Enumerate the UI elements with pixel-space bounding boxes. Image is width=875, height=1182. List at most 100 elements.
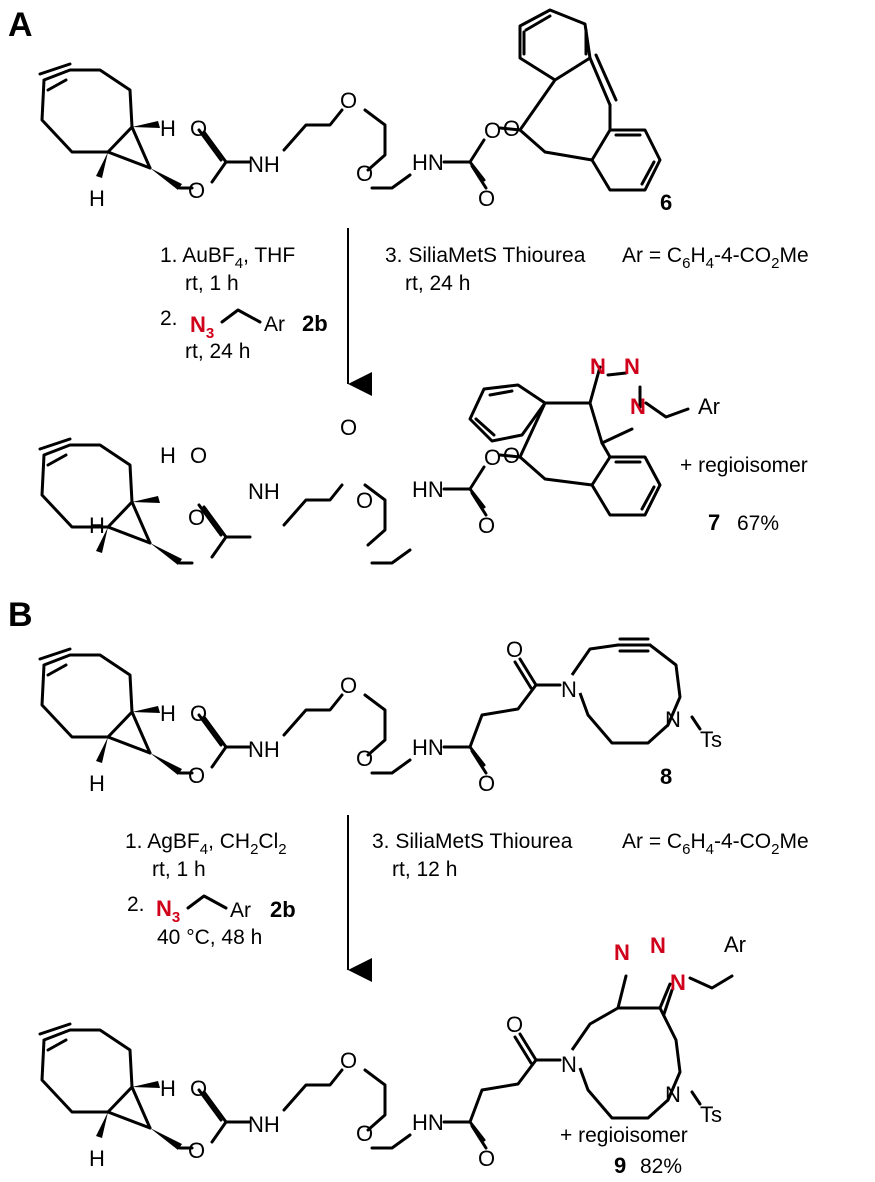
atom-o: O bbox=[190, 443, 207, 468]
b-regioisomer-note: + regioisomer bbox=[560, 1124, 688, 1147]
atom-o: O bbox=[484, 118, 501, 143]
b-step2-time: 40 °C, 48 h bbox=[157, 926, 262, 949]
atom-o: O bbox=[478, 1146, 495, 1171]
atom-h: H bbox=[89, 771, 105, 796]
svg-text:N3: N3 bbox=[190, 312, 214, 342]
a-reagent-2b: 2b bbox=[302, 311, 328, 336]
triazole-n3: N bbox=[670, 970, 686, 995]
ts-group: Ts bbox=[700, 727, 722, 752]
ar-substituent: Ar bbox=[724, 932, 746, 957]
triazole-n2: N bbox=[624, 354, 640, 379]
atom-o: O bbox=[506, 1012, 523, 1037]
a-step1-time: rt, 1 h bbox=[185, 272, 239, 295]
compound-number-9: 9 bbox=[614, 1153, 626, 1178]
svg-text:Ar = C6H4-4-CO2Me: Ar = C6H4-4-CO2Me bbox=[622, 244, 809, 272]
atom-hn: HN bbox=[412, 735, 444, 760]
b-step1: 1. AgBF bbox=[125, 830, 200, 853]
svg-text:1. AuBF4, THF: 1. AuBF4, THF bbox=[160, 244, 295, 272]
b-azide-ar: Ar bbox=[230, 899, 251, 922]
atom-o: O bbox=[190, 116, 207, 141]
atom-o: O bbox=[190, 701, 207, 726]
atom-h: H bbox=[89, 513, 105, 538]
compound-9-structure: H H O O NH O O HN O O bbox=[38, 974, 734, 1171]
atom-o: O bbox=[340, 1048, 357, 1073]
atom-hn: HN bbox=[412, 477, 444, 502]
atom-nh: NH bbox=[248, 479, 280, 504]
svg-text:Ar = C6H4-4-CO2Me: Ar = C6H4-4-CO2Me bbox=[622, 830, 809, 858]
atom-o: O bbox=[188, 1138, 205, 1163]
atom-o: O bbox=[356, 161, 373, 186]
panel-a-label: A bbox=[8, 6, 33, 44]
compound-8-structure: H H O O NH O O HN O O bbox=[38, 637, 702, 796]
atom-o: O bbox=[340, 88, 357, 113]
a-ar-definition: Ar = C bbox=[622, 244, 682, 267]
ar-substituent: Ar bbox=[698, 394, 720, 419]
atom-n: N bbox=[665, 1082, 681, 1107]
atom-nh: NH bbox=[248, 1112, 280, 1137]
atom-o: O bbox=[484, 445, 501, 470]
atom-h: H bbox=[89, 1146, 105, 1171]
b-step1-time: rt, 1 h bbox=[152, 858, 206, 881]
b-ar-definition: Ar = C bbox=[622, 830, 682, 853]
atom-hn: HN bbox=[412, 1110, 444, 1135]
triazole-n1: N bbox=[590, 354, 606, 379]
atom-h: H bbox=[160, 701, 176, 726]
atom-o: O bbox=[478, 771, 495, 796]
a-step2-time: rt, 24 h bbox=[185, 340, 250, 363]
atom-n: N bbox=[561, 1052, 577, 1077]
atom-nh: NH bbox=[248, 737, 280, 762]
yield-9: 82% bbox=[640, 1155, 682, 1178]
atom-h: H bbox=[89, 186, 105, 211]
atom-o: O bbox=[478, 513, 495, 538]
atom-n: N bbox=[561, 677, 577, 702]
atom-o: O bbox=[356, 1121, 373, 1146]
svg-text:N3: N3 bbox=[156, 896, 180, 926]
a-azide-ar: Ar bbox=[264, 313, 285, 336]
a-azide: N bbox=[190, 312, 206, 337]
atom-n: N bbox=[665, 707, 681, 732]
atom-o: O bbox=[356, 746, 373, 771]
a-regioisomer-note: + regioisomer bbox=[680, 454, 808, 477]
atom-o: O bbox=[188, 505, 205, 530]
atom-o: O bbox=[340, 415, 357, 440]
triazole-n1: N bbox=[614, 940, 630, 965]
svg-text:1. AgBF4, CH2Cl2: 1. AgBF4, CH2Cl2 bbox=[125, 830, 287, 858]
atom-h: H bbox=[160, 116, 176, 141]
triazole-n2: N bbox=[650, 933, 666, 958]
panel-b-label: B bbox=[8, 596, 33, 634]
b-reagent-2b: 2b bbox=[270, 897, 296, 922]
atom-hn: HN bbox=[412, 150, 444, 175]
atom-o: O bbox=[190, 1076, 207, 1101]
atom-h: H bbox=[160, 443, 176, 468]
atom-o: O bbox=[506, 637, 523, 662]
compound-number-8: 8 bbox=[660, 764, 672, 789]
b-step3: 3. SiliaMetS Thiourea bbox=[372, 830, 573, 853]
panel-a-conditions: 1. AuBF4, THF rt, 1 h 2. N3 Ar 2b rt, 24… bbox=[160, 244, 809, 363]
atom-o: O bbox=[503, 443, 520, 468]
atom-nh: NH bbox=[248, 152, 280, 177]
a-step1: 1. AuBF bbox=[160, 244, 235, 267]
atom-h: H bbox=[160, 1076, 176, 1101]
yield-7: 67% bbox=[737, 512, 779, 535]
a-step3-time: rt, 24 h bbox=[405, 272, 470, 295]
b-azide: N bbox=[156, 896, 172, 921]
triazole-n3: N bbox=[630, 394, 646, 419]
a-step2-prefix: 2. bbox=[160, 307, 178, 330]
compound-9-triazole-labels: N N N Ar bbox=[614, 932, 746, 995]
a-step3: 3. SiliaMetS Thiourea bbox=[385, 244, 586, 267]
panel-b-conditions: 1. AgBF4, CH2Cl2 rt, 1 h 2. N3 Ar 2b 40 … bbox=[125, 830, 809, 949]
compound-6-structure: H H O O NH O O HN O O O bbox=[38, 8, 662, 211]
b-step2-prefix: 2. bbox=[127, 893, 145, 916]
atom-o: O bbox=[188, 178, 205, 203]
compound-number-6: 6 bbox=[660, 190, 672, 215]
atom-o: O bbox=[188, 763, 205, 788]
compound-7-structure: H H O O NH O O HN O O O bbox=[38, 365, 690, 567]
atom-o: O bbox=[478, 186, 495, 211]
ts-group: Ts bbox=[700, 1102, 722, 1127]
atom-o: O bbox=[356, 488, 373, 513]
compound-number-7: 7 bbox=[708, 510, 720, 535]
compound-7-triazole-labels: N N N Ar bbox=[590, 354, 720, 419]
atom-o: O bbox=[340, 673, 357, 698]
atom-o: O bbox=[503, 116, 520, 141]
